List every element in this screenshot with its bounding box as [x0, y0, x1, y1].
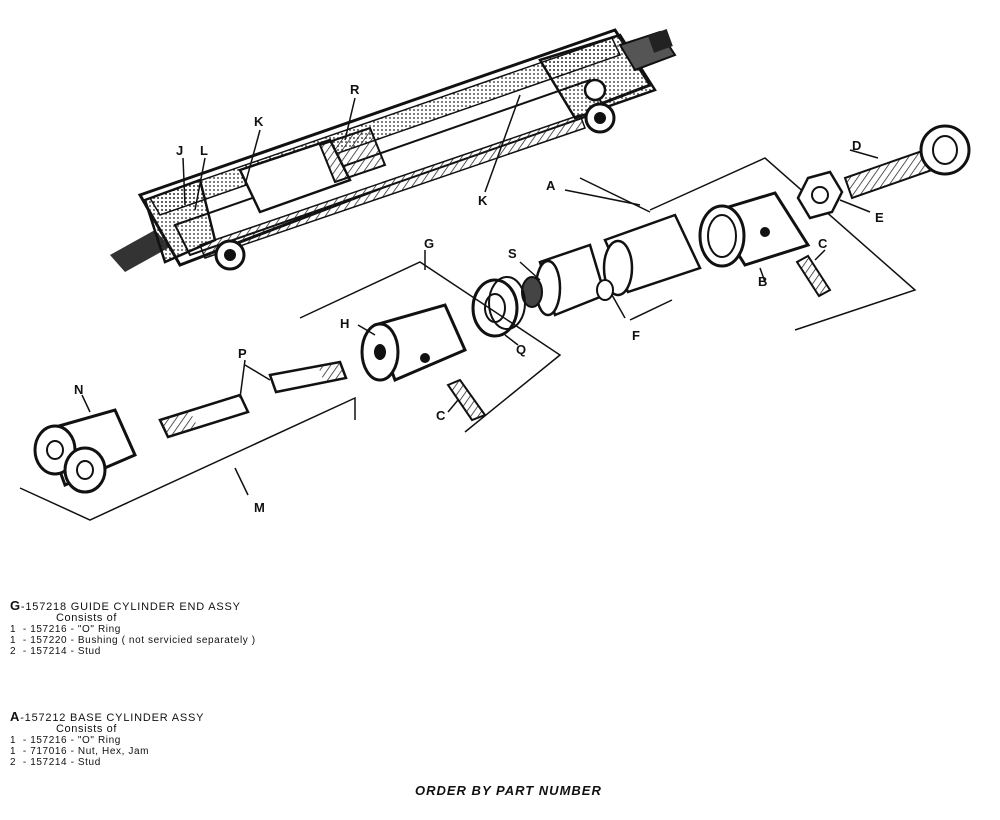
legend-g-consists: Consists of: [56, 612, 118, 624]
legend-a-item: 1 - 157216 - "O" Ring: [10, 735, 121, 746]
part-q-oring: [471, 276, 526, 338]
legend-g-header: G-157218 GUIDE CYLINDER END ASSY: [10, 598, 256, 613]
legend-g-item: 2 - 157214 - Stud: [10, 646, 101, 657]
label-k-top: K: [254, 114, 264, 129]
group-a-outline: [579, 157, 917, 331]
part-d-rod-end: [843, 124, 971, 200]
label-q: Q: [516, 342, 526, 357]
label-r: R: [350, 82, 360, 97]
label-g: G: [424, 236, 434, 251]
label-a: A: [546, 178, 556, 193]
part-p-rods: [158, 360, 348, 439]
legend-a-item: 2 - 157214 - Stud: [10, 757, 101, 768]
part-n-clevis: [33, 408, 137, 494]
part-e-nut: [796, 170, 844, 220]
leader-lines-lower: [81, 149, 879, 496]
label-h: H: [340, 316, 349, 331]
part-c-stud-right: [795, 254, 832, 298]
part-s-piston: [521, 243, 614, 317]
legend-g-item: 1 - 157220 - Bushing ( not servicied sep…: [10, 635, 256, 646]
part-c-stud-middle: [446, 378, 487, 422]
group-m-outline: [19, 396, 356, 521]
leader-lines-top: [182, 94, 521, 211]
label-k-middle: K: [478, 193, 488, 208]
label-j: J: [176, 143, 183, 158]
callout-labels: J L K R K A D E C B G S H Q F P N C M: [74, 82, 884, 515]
legend-base-cylinder: A-157212 BASE CYLINDER ASSY Consists of …: [10, 709, 205, 768]
legend-guide-cylinder: G-157218 GUIDE CYLINDER END ASSY Consist…: [10, 598, 256, 657]
legend-a-item: 1 - 717016 - Nut, Hex, Jam: [10, 746, 150, 757]
group-g-outline: [299, 261, 562, 433]
part-h-bushing: [360, 303, 467, 383]
label-s: S: [508, 246, 517, 261]
legend-g-title: -157218 GUIDE CYLINDER END ASSY: [20, 601, 241, 613]
label-l: L: [200, 143, 208, 158]
legend-a-consists: Consists of: [56, 723, 118, 735]
label-c-middle: C: [436, 408, 446, 423]
legend-g-item: 1 - 157216 - "O" Ring: [10, 624, 121, 635]
legend-g-letter: G: [10, 598, 21, 613]
order-by-part-number-note: ORDER BY PART NUMBER: [415, 783, 602, 798]
label-f: F: [632, 328, 640, 343]
exploded-parts-diagram: J L K R K A D E C B G S H Q F P N C M: [19, 28, 971, 521]
label-m: M: [254, 500, 265, 515]
label-e: E: [875, 210, 884, 225]
part-b-cap: [698, 191, 811, 268]
legend-a-letter: A: [10, 709, 21, 724]
label-p: P: [238, 346, 247, 361]
legend-a-title: -157212 BASE CYLINDER ASSY: [20, 712, 205, 724]
label-d: D: [852, 138, 861, 153]
label-c-right: C: [818, 236, 828, 251]
cylinder-cutaway: [110, 28, 677, 272]
label-b: B: [758, 274, 767, 289]
part-f-sleeve: [602, 213, 702, 297]
label-n: N: [74, 382, 83, 397]
legend-a-header: A-157212 BASE CYLINDER ASSY: [10, 709, 205, 724]
